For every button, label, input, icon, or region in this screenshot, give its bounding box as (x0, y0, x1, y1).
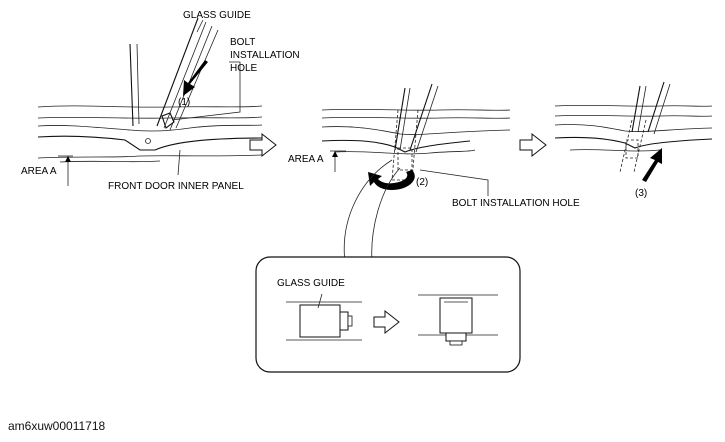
detail-box (255, 256, 521, 373)
step-arrow-icon (249, 132, 277, 158)
bolt-hole-label-line2: INSTALLATION (230, 50, 300, 61)
document-id: am6xuw00011718 (8, 419, 106, 433)
panel-2-door-section (321, 83, 511, 263)
step-2-label: (2) (416, 177, 428, 188)
push-arrow-icon (183, 60, 208, 96)
rotate-arrow-icon (368, 170, 415, 190)
panel-3-door-section (554, 81, 713, 182)
step-arrow-icon (373, 309, 400, 335)
bolt-hole-label-line3: HOLE (230, 63, 258, 74)
bolt-installation-hole-label: BOLT INSTALLATION HOLE (452, 198, 580, 209)
step-3-label: (3) (635, 188, 647, 199)
push-arrow-icon (642, 148, 662, 182)
area-a-middle-label: AREA A (288, 154, 324, 165)
step-arrow-icon (519, 132, 547, 158)
step-1-label: (1) (178, 97, 190, 108)
bolt-hole-label-line1: BOLT (230, 37, 255, 48)
panel-1-door-section (37, 17, 263, 186)
front-door-inner-panel-label: FRONT DOOR INNER PANEL (108, 181, 244, 192)
glass-guide-detail-label: GLASS GUIDE (277, 278, 345, 289)
glass-guide-label: GLASS GUIDE (183, 10, 251, 21)
area-a-left-label: AREA A (21, 166, 57, 177)
